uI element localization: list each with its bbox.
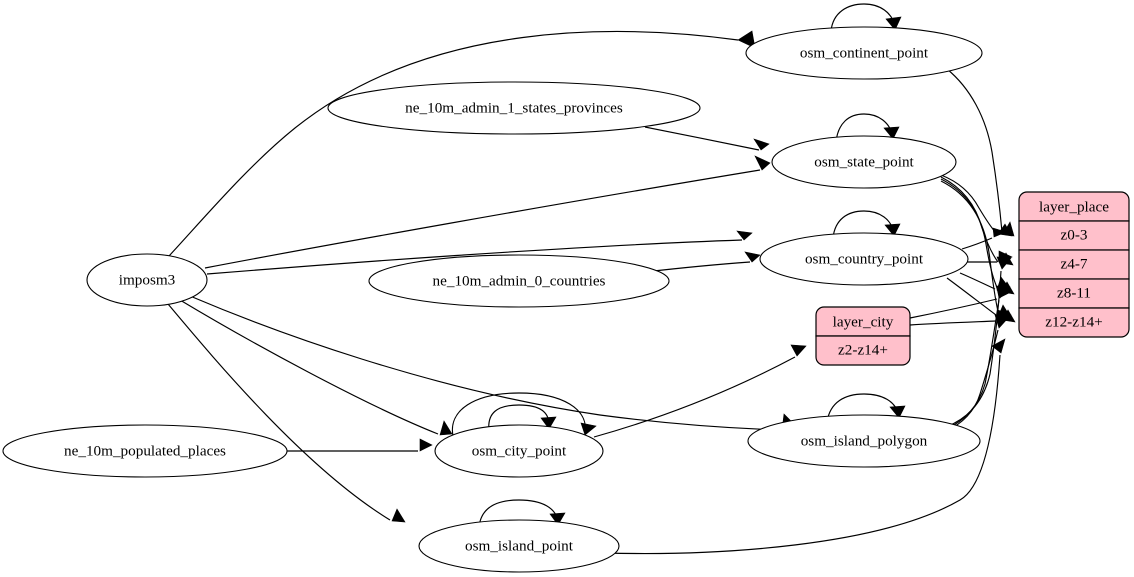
edge-osm_island_polygon-to-layer_place-z12-z14 bbox=[945, 314, 1010, 432]
node-osm_island_point-label: osm_island_point bbox=[465, 537, 574, 554]
record-layer_place-row-z0-3-cell[interactable] bbox=[1018, 220, 1130, 251]
record-layer_place-row-z8-11-label: z8-11 bbox=[1057, 284, 1091, 301]
node-ne_populated-label: ne_10m_populated_places bbox=[64, 442, 226, 459]
edge-self-loop-osm_city_point-outer bbox=[451, 392, 597, 437]
edge-self-loop-osm_state_point bbox=[835, 113, 900, 143]
node-imposm3-label: imposm3 bbox=[119, 271, 176, 288]
edge-ne_states-to-osm_state_point bbox=[644, 126, 770, 151]
edge-self-loop-osm_island_polygon bbox=[826, 393, 906, 423]
edge-osm_island_point-to-layer_place-z12-z14 bbox=[604, 338, 1006, 555]
edge-self-loop-osm_city_point-inner bbox=[488, 404, 557, 432]
edge-self-loop-osm_island_point bbox=[478, 499, 566, 528]
record-layer_city-title: layer_city bbox=[833, 313, 894, 330]
node-osm_country_point[interactable]: osm_country_point bbox=[759, 232, 969, 286]
node-osm_island_point[interactable]: osm_island_point bbox=[418, 519, 620, 573]
edge-osm_country_point-to-layer_place-z0-3 bbox=[961, 227, 1007, 250]
edge-imposm3-to-osm_country_point bbox=[206, 230, 753, 275]
edge-osm_state_point-to-layer_place-z8-11 bbox=[940, 178, 1015, 295]
node-osm_continent_point-label: osm_continent_point bbox=[800, 44, 929, 61]
record-layer_place-title: layer_place bbox=[1039, 198, 1109, 215]
node-ne_10m_admin_1_states_provinces[interactable]: ne_10m_admin_1_states_provinces bbox=[327, 81, 701, 135]
edge-imposm3-to-osm_island_point bbox=[167, 303, 406, 523]
edge-osm_city_point-to-layer_city-z2-z14 bbox=[593, 344, 807, 438]
node-ne_countries-label: ne_10m_admin_0_countries bbox=[433, 272, 606, 289]
record-layer_place-row-z12-z14-label: z12-z14+ bbox=[1045, 313, 1102, 330]
record-layer_place-row-z4-7-cell[interactable] bbox=[1018, 249, 1130, 280]
record-layer_city-row-z2-z14-label: z2-z14+ bbox=[838, 341, 888, 358]
node-osm_island_polygon-label: osm_island_polygon bbox=[801, 432, 928, 449]
edge-layer_city-to-layer_place-z8-11 bbox=[909, 287, 1012, 319]
node-imposm3[interactable]: imposm3 bbox=[86, 253, 208, 307]
record-layer_place-row-z4-7-label: z4-7 bbox=[1061, 255, 1088, 272]
node-osm_continent_point[interactable]: osm_continent_point bbox=[745, 26, 983, 80]
record-layer_place-row-z8-11-cell[interactable] bbox=[1018, 278, 1130, 309]
node-osm_island_polygon[interactable]: osm_island_polygon bbox=[747, 414, 981, 468]
edge-self-loop-osm_country_point bbox=[832, 210, 901, 239]
edge-imposm3-to-osm_state_point bbox=[204, 155, 771, 269]
node-osm_state_point[interactable]: osm_state_point bbox=[771, 135, 957, 189]
record-layer: layer_place z0-3 z4-7 z8-11 z12-z14+ lay… bbox=[815, 191, 1130, 366]
edge-layer_city-to-layer_place-z12-z14 bbox=[909, 309, 1012, 326]
node-osm_country_point-label: osm_country_point bbox=[805, 250, 924, 267]
edge-ne_countries-to-osm_country_point bbox=[644, 251, 761, 273]
edge-imposm3-to-osm_city_point bbox=[179, 299, 453, 436]
edge-imposm3-to-osm_island_polygon bbox=[189, 295, 795, 431]
record-layer_city[interactable]: layer_city z2-z14+ bbox=[815, 306, 911, 366]
node-layer: imposm3 ne_10m_admin_1_states_provinces … bbox=[2, 26, 983, 573]
node-osm_city_point-label: osm_city_point bbox=[472, 442, 567, 459]
node-ne_10m_populated_places[interactable]: ne_10m_populated_places bbox=[2, 424, 288, 478]
node-osm_city_point[interactable]: osm_city_point bbox=[434, 424, 604, 478]
node-ne_states-label: ne_10m_admin_1_states_provinces bbox=[405, 99, 623, 116]
edge-ne_populated-to-osm_city_point bbox=[287, 438, 433, 452]
node-osm_state_point-label: osm_state_point bbox=[814, 153, 914, 170]
record-layer_place-row-z0-3-label: z0-3 bbox=[1061, 226, 1088, 243]
node-ne_10m_admin_0_countries[interactable]: ne_10m_admin_0_countries bbox=[368, 254, 670, 308]
record-layer_place[interactable]: layer_place z0-3 z4-7 z8-11 z12-z14+ bbox=[1018, 191, 1130, 338]
edge-imposm3-to-osm_continent_point bbox=[168, 30, 756, 257]
edge-self-loop-osm_continent_point bbox=[830, 3, 902, 32]
